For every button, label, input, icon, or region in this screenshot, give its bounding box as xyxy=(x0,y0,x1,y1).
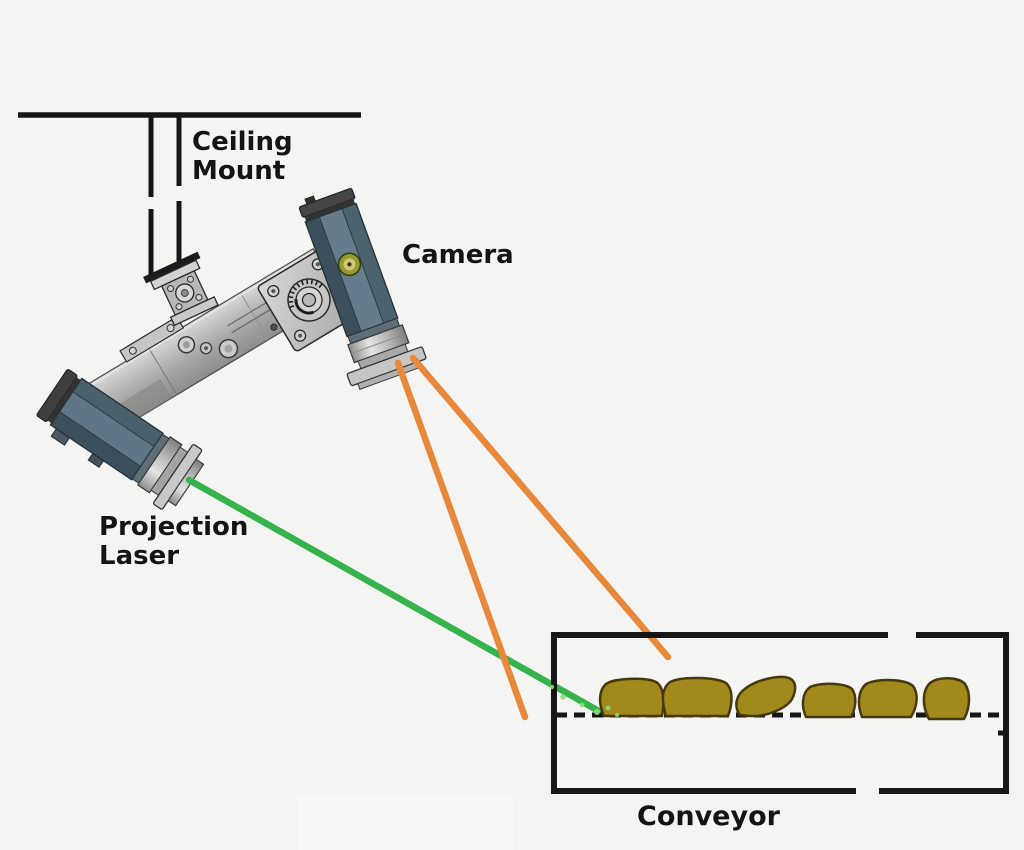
ceiling-mount-label: Ceiling Mount xyxy=(192,127,293,186)
faint-patch xyxy=(298,796,513,850)
conveyor-item xyxy=(857,678,918,719)
conveyor-label: Conveyor xyxy=(637,801,780,832)
conveyor-item xyxy=(735,675,797,718)
projection-laser-device xyxy=(36,369,205,510)
ceiling-line xyxy=(18,112,361,276)
conveyor-items xyxy=(598,675,971,721)
laser-speckles xyxy=(549,684,619,717)
conveyor-item xyxy=(661,676,733,718)
laser-beam-line xyxy=(185,476,608,718)
dial-tick-marks xyxy=(288,279,323,309)
projection-laser-label: Projection Laser xyxy=(99,512,249,571)
camera-label: Camera xyxy=(402,240,514,270)
ceiling-mount-bracket xyxy=(143,251,219,327)
camera-fov-line-left xyxy=(394,359,529,721)
camera-fov-line-right xyxy=(409,354,672,661)
conveyor-item xyxy=(922,677,971,721)
camera-device xyxy=(298,187,427,390)
conveyor-item xyxy=(598,677,665,718)
conveyor-item xyxy=(801,682,857,719)
